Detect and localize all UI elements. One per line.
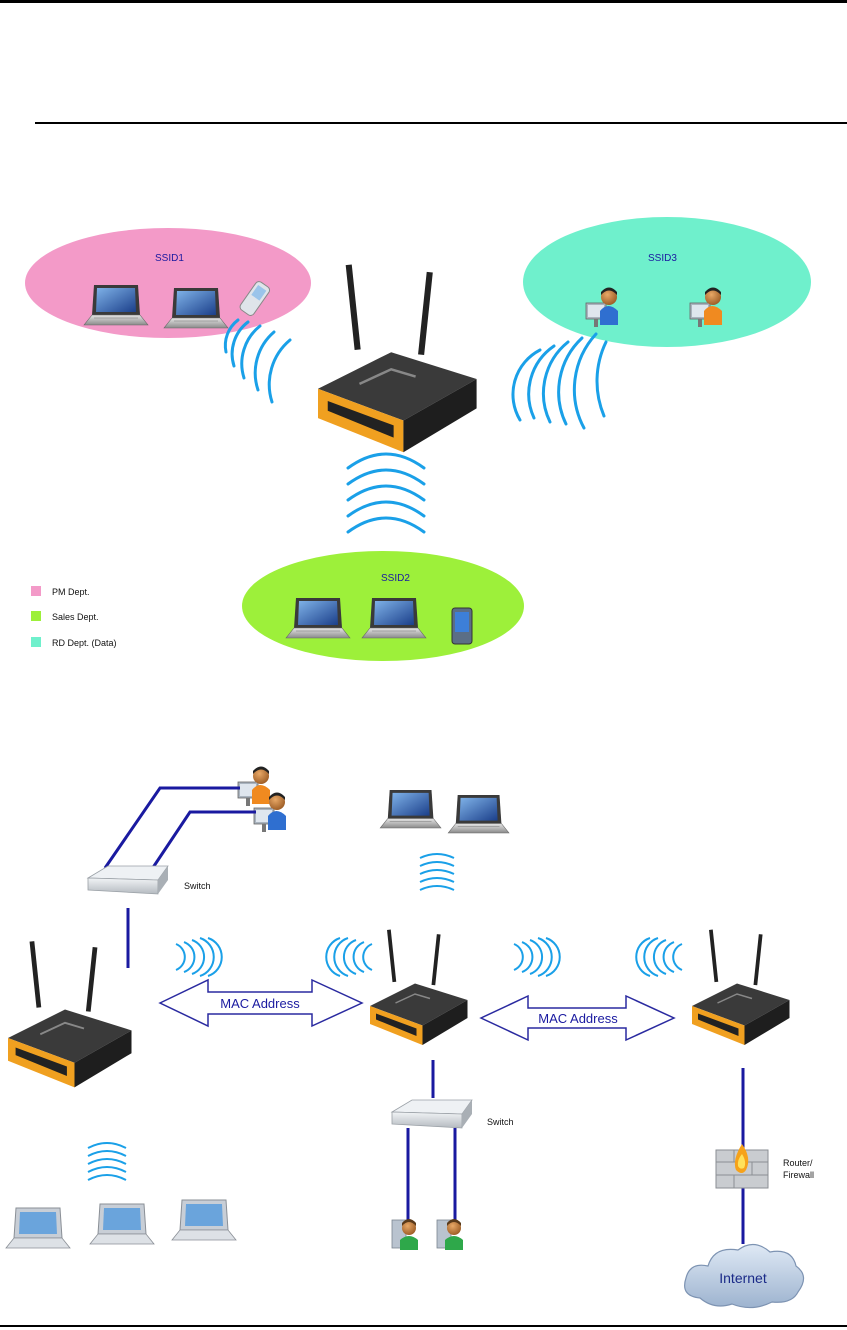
laptop-icon [362, 598, 426, 638]
laptop-icon [286, 598, 350, 638]
legend-label-sales: Sales Dept. [52, 612, 99, 622]
user-icon [392, 1219, 418, 1250]
wifi-signal-icon [420, 854, 454, 890]
mac-address-arrow-left: MAC Address [160, 980, 362, 1026]
pda-icon [452, 608, 472, 644]
mac-address-label: MAC Address [220, 996, 300, 1011]
ssid3-label: SSID3 [648, 253, 677, 264]
mac-address-arrow-right: MAC Address [481, 996, 674, 1040]
ssid1-label: SSID1 [155, 253, 184, 264]
laptop-icon [448, 795, 509, 833]
laptop-icon [164, 288, 228, 328]
access-point-icon [318, 264, 477, 452]
firewall-icon [716, 1144, 768, 1188]
internet-cloud-icon: Internet [685, 1244, 804, 1307]
wifi-signal-icon [176, 938, 222, 976]
ssid2-zone: SSID2 [242, 551, 524, 661]
switch-mid-label: Switch [487, 1117, 514, 1127]
legend-label-pm: PM Dept. [52, 587, 90, 597]
wifi-signal-icon [348, 454, 424, 532]
switch-icon [88, 866, 168, 894]
mac-address-label: MAC Address [538, 1011, 618, 1026]
ssid2-label: SSID2 [381, 573, 410, 584]
user-icon [437, 1219, 463, 1250]
ssid1-zone: SSID1 [25, 228, 311, 338]
user-workstation-icon [238, 767, 270, 807]
legend-swatch-sales [31, 611, 41, 621]
department-legend: PM Dept. Sales Dept. RD Dept. (Data) [31, 586, 117, 648]
wifi-signal-icon [326, 938, 372, 976]
access-point-icon [8, 941, 132, 1087]
wifi-signal-icon [513, 334, 606, 428]
internet-label: Internet [719, 1270, 767, 1286]
router-firewall-label: Router/ Firewall [783, 1158, 815, 1180]
legend-label-rd: RD Dept. (Data) [52, 638, 117, 648]
laptop-icon [172, 1200, 236, 1240]
access-point-icon [370, 930, 468, 1045]
wifi-signal-icon [514, 938, 560, 976]
laptop-icon [90, 1204, 154, 1244]
switch-top-label: Switch [184, 881, 211, 891]
legend-swatch-rd [31, 637, 41, 647]
legend-swatch-pm [31, 586, 41, 596]
switch-icon [392, 1100, 472, 1128]
wifi-signal-icon [225, 320, 290, 402]
wifi-signal-icon [636, 938, 682, 976]
laptop-icon [6, 1208, 70, 1248]
laptop-icon [380, 790, 441, 828]
ssid3-zone: SSID3 [523, 217, 811, 347]
wifi-signal-icon [88, 1143, 126, 1180]
access-point-icon [692, 930, 790, 1045]
bottom-rule [0, 1325, 847, 1327]
